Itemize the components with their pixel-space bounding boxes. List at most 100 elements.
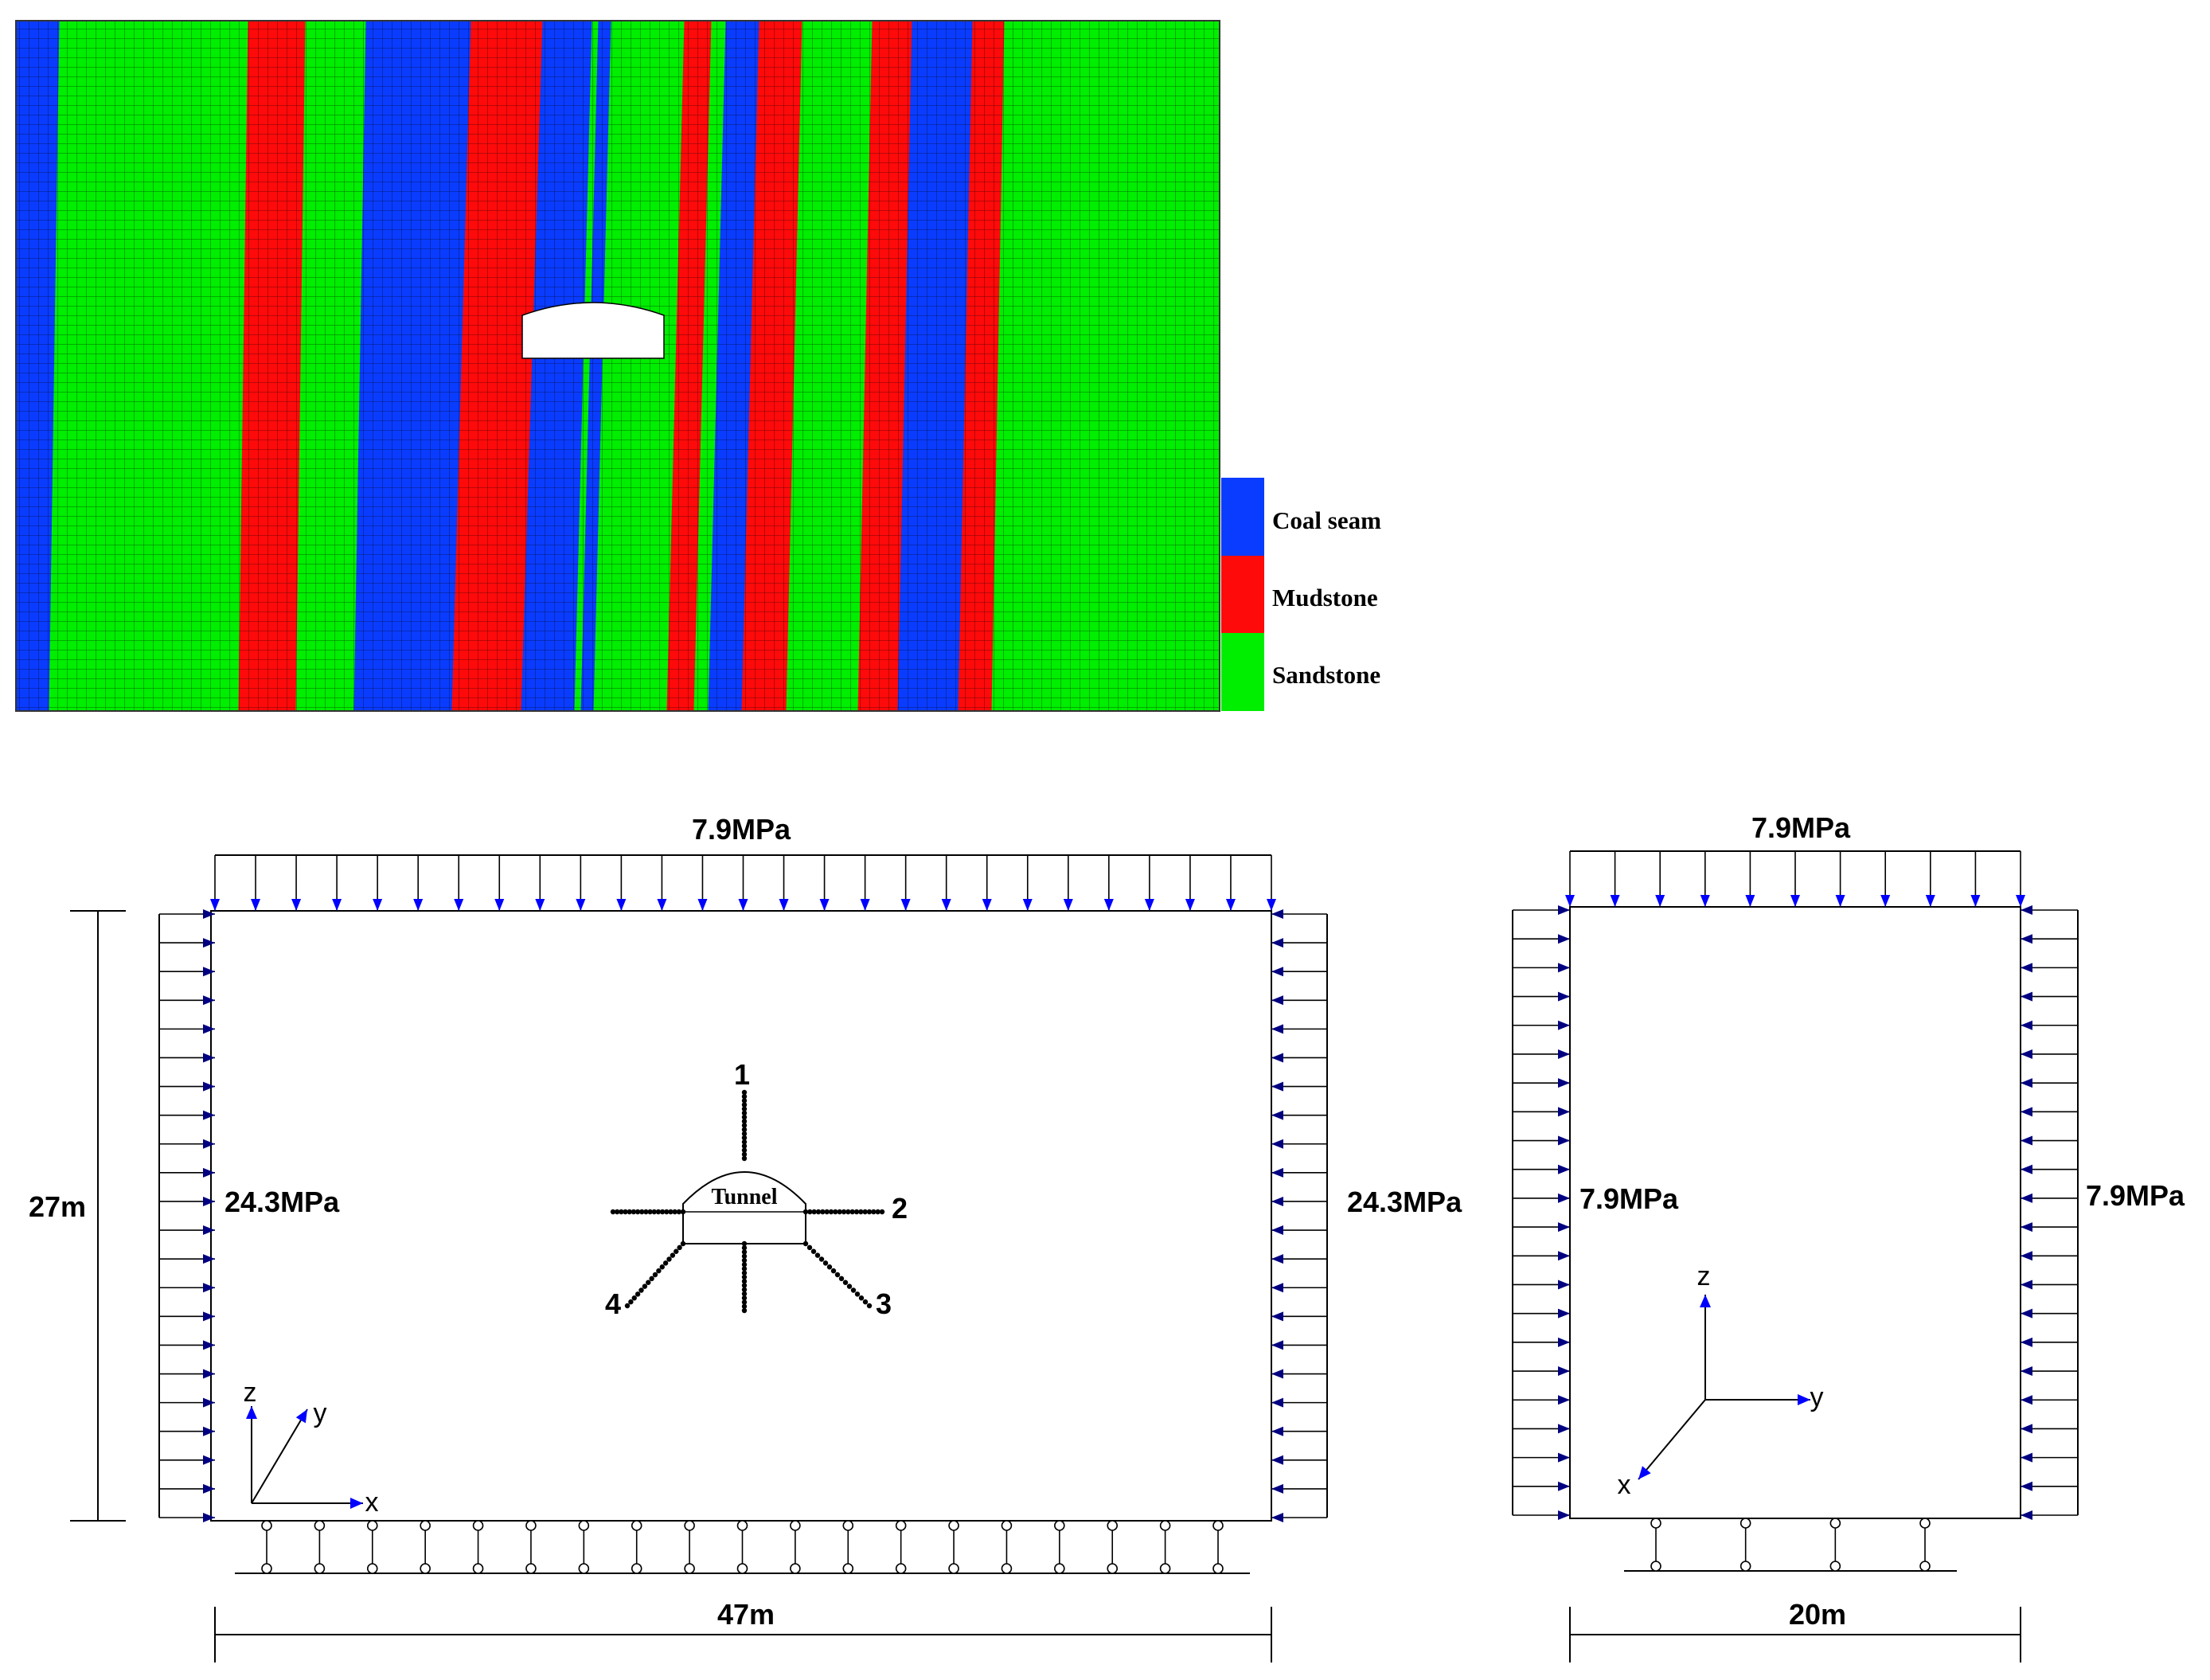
- load-arrow-side-head: [1558, 1222, 1570, 1233]
- support-roller: [1919, 1561, 1931, 1572]
- monitoring-point-line-1: [741, 1131, 748, 1137]
- monitoring-point-line-3: [842, 1280, 849, 1285]
- model-a-right-load-label: 24.3MPa: [1347, 1186, 1462, 1218]
- load-arrow-down-head: [251, 899, 261, 911]
- monitoring-point-line-4: [662, 1260, 669, 1266]
- load-arrow-down-head: [1063, 899, 1073, 911]
- load-arrow-down-head: [779, 899, 789, 911]
- monitoring-point-line-3: [802, 1240, 809, 1247]
- load-arrow-side-head: [2021, 1395, 2032, 1405]
- monitoring-point-line-3: [866, 1303, 873, 1309]
- monitoring-point-line-4: [628, 1299, 634, 1305]
- support-roller: [948, 1563, 959, 1574]
- load-arrow-side-head: [2021, 1251, 2032, 1261]
- monitoring-point-line-1: [741, 1110, 748, 1116]
- monitoring-point-line-2: [841, 1209, 847, 1215]
- monitoring-point-line-vertical-down: [741, 1245, 748, 1251]
- support-roller: [261, 1563, 272, 1574]
- load-arrow-side-head: [2021, 1337, 2032, 1347]
- monitoring-point-line-horizontal-left: [623, 1209, 628, 1215]
- legend-label-sandstone: Sandstone: [1272, 661, 1380, 689]
- model-a-top-load-arrows: [210, 854, 1276, 911]
- monitoring-point-line-vertical-down: [741, 1253, 748, 1259]
- monitoring-point-line-3: [854, 1291, 861, 1297]
- load-arrow-side-head: [2021, 1481, 2032, 1491]
- load-arrow-down-head: [1022, 899, 1033, 911]
- load-arrow-side-head: [1558, 1049, 1570, 1059]
- monitoring-line-3-label: 3: [876, 1287, 892, 1320]
- load-arrow-down-head: [982, 899, 992, 911]
- load-arrow-down-head: [1655, 895, 1665, 907]
- load-arrow-side-head: [2021, 1452, 2032, 1463]
- load-arrow-side-head: [1558, 1452, 1570, 1463]
- support-roller: [1829, 1518, 1841, 1529]
- load-arrow-side-head: [203, 1110, 215, 1120]
- load-arrow-side-head: [1271, 1426, 1283, 1436]
- load-arrow-side-head: [1558, 1366, 1570, 1377]
- load-arrow-side-head: [203, 1024, 215, 1034]
- monitoring-point-line-1: [741, 1093, 748, 1100]
- monitoring-point-line-horizontal-left: [676, 1209, 682, 1215]
- monitoring-point-line-3: [814, 1252, 821, 1258]
- load-arrow-side-head: [1271, 1024, 1283, 1034]
- support-roller: [420, 1520, 431, 1531]
- load-arrow-side-head: [203, 1483, 215, 1494]
- monitoring-point-line-1: [741, 1098, 748, 1104]
- load-arrow-down-head: [1700, 895, 1710, 907]
- monitoring-point-line-vertical-down: [741, 1270, 748, 1276]
- monitoring-point-line-1: [741, 1089, 748, 1096]
- monitoring-point-line-horizontal-left: [664, 1209, 670, 1215]
- monitoring-point-line-vertical-down: [741, 1279, 748, 1284]
- monitoring-point-line-horizontal-left: [639, 1209, 645, 1215]
- monitoring-point-line-vertical-down: [741, 1307, 748, 1314]
- axis-arrowhead: [1798, 1394, 1810, 1405]
- legend-swatch-coal-seam: [1221, 478, 1264, 556]
- load-arrow-down-head: [1880, 895, 1891, 907]
- load-arrow-side-head: [1558, 1308, 1570, 1319]
- load-arrow-side-head: [2021, 1366, 2032, 1377]
- support-roller: [1001, 1520, 1013, 1531]
- support-roller: [790, 1563, 801, 1574]
- model-b-left-load-arrows: [1512, 905, 1570, 1520]
- monitoring-point-line-2: [807, 1209, 813, 1215]
- load-arrow-side-head: [2021, 1280, 2032, 1290]
- monitoring-point-line-4: [631, 1295, 637, 1301]
- monitoring-point-line-4: [677, 1244, 682, 1251]
- monitoring-point-line-4: [666, 1256, 672, 1262]
- support-roller: [842, 1563, 854, 1574]
- load-arrow-side-head: [2021, 963, 2032, 973]
- load-arrow-down-head: [1185, 899, 1195, 911]
- load-arrow-side-head: [2021, 1193, 2032, 1203]
- monitoring-point-line-3: [862, 1299, 869, 1305]
- load-arrow-down-head: [657, 899, 667, 911]
- model-b-right-load-label: 7.9MPa: [2086, 1179, 2185, 1212]
- load-arrow-down-head: [2016, 895, 2025, 907]
- support-roller: [1650, 1518, 1661, 1529]
- load-arrow-side-head: [203, 1167, 215, 1178]
- tunnel-outline: [682, 1171, 806, 1244]
- load-arrow-down-head: [1970, 895, 1981, 907]
- monitoring-point-line-2: [879, 1209, 885, 1215]
- monitoring-point-line-3: [850, 1287, 857, 1293]
- model-b-top-load-arrows: [1565, 850, 2025, 907]
- support-roller: [261, 1520, 272, 1531]
- support-roller: [1212, 1520, 1224, 1531]
- boundary-model-a: 7.9MPa 24.3MPa 24.3MPa 27m 47m Tunnel 1 …: [29, 813, 1462, 1662]
- load-arrow-side-head: [1271, 909, 1283, 919]
- monitoring-point-line-3: [826, 1264, 833, 1270]
- load-arrow-side-head: [1271, 1254, 1283, 1264]
- monitoring-point-line-vertical-down: [741, 1299, 748, 1305]
- load-arrow-side-head: [1558, 1280, 1570, 1290]
- load-arrow-down-head: [1745, 895, 1755, 907]
- load-arrow-side-head: [1558, 1395, 1570, 1405]
- load-arrow-side-head: [1558, 1135, 1570, 1146]
- axis-a-z-label: z: [244, 1377, 257, 1408]
- load-arrow-side-head: [203, 909, 215, 919]
- load-arrow-side-head: [203, 1283, 215, 1293]
- monitoring-point-line-2: [871, 1209, 877, 1215]
- monitoring-point-line-2: [862, 1209, 868, 1215]
- load-arrow-side-head: [1271, 1513, 1283, 1522]
- strata-legend: Coal seam Mudstone Sandstone: [1221, 478, 1381, 711]
- support-roller: [1054, 1563, 1065, 1574]
- monitoring-point-line-4: [670, 1252, 676, 1258]
